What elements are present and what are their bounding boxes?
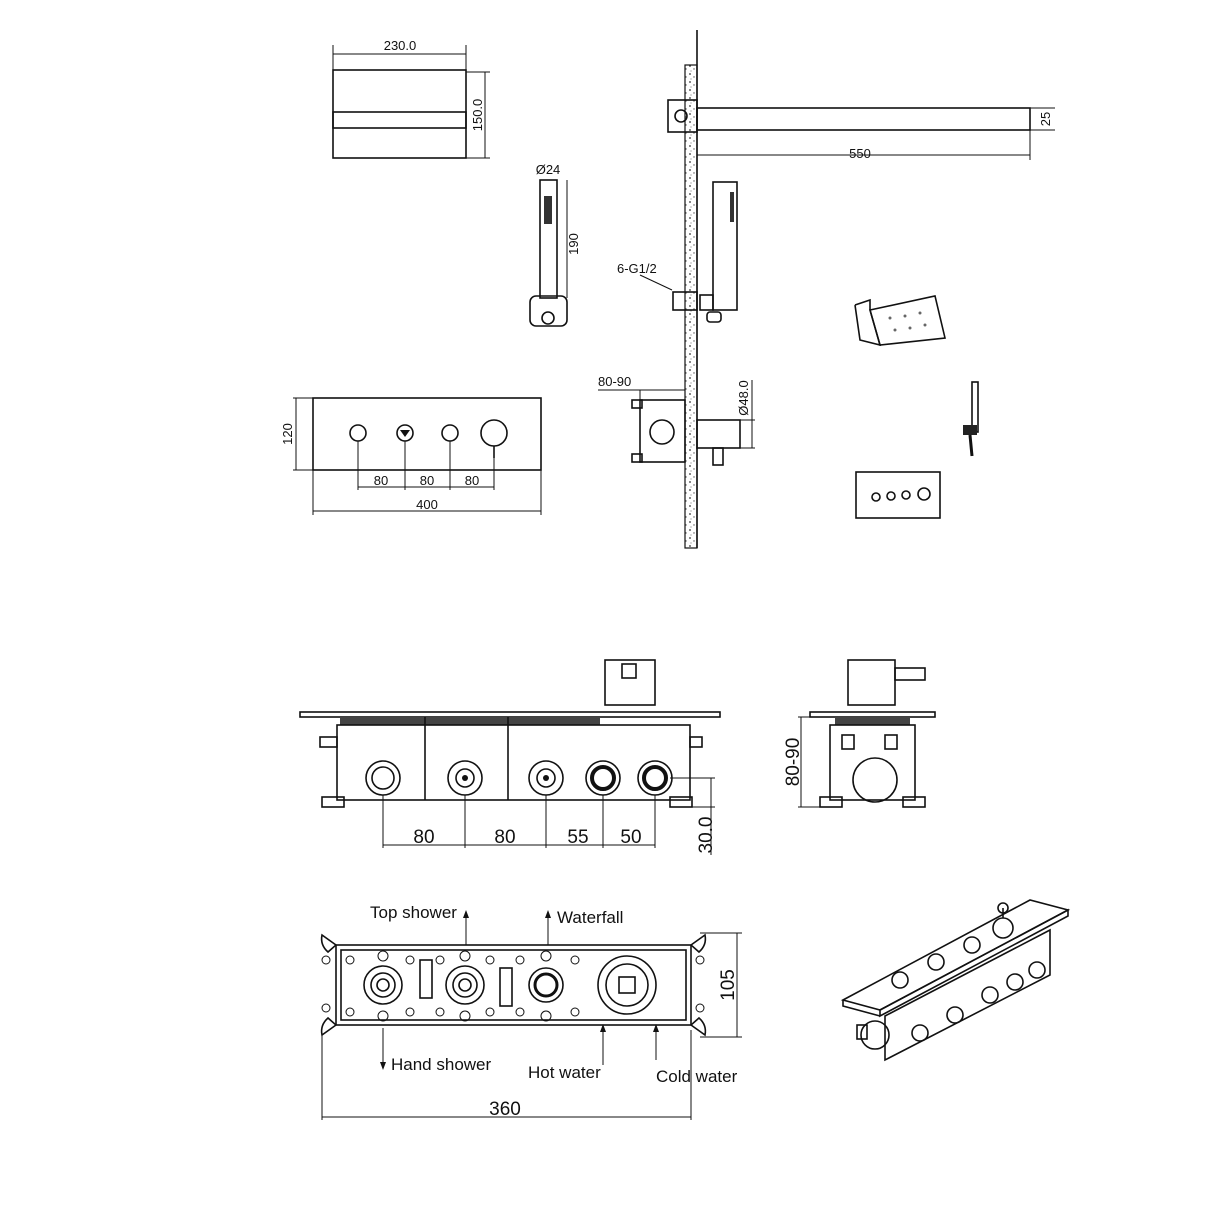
dim-hand-shower-diameter: Ø24 (536, 162, 561, 177)
dim-panel-width: 230.0 (384, 38, 417, 53)
valve-front-view: 80 80 55 50 30.0 (299, 659, 721, 855)
control-panel-preview (855, 471, 941, 519)
wall-section: 550 25 6-G1/2 80-90 Ø48.0 (598, 30, 1055, 549)
dim-depth: 80-90 (598, 374, 631, 389)
hand-shower-drawing: Ø24 190 (529, 162, 581, 327)
hand-shower-preview (963, 381, 979, 457)
label-cold-water: Cold water (656, 1067, 738, 1086)
dim-spacing-2: 80 (420, 473, 434, 488)
dim-valve-offset: 30.0 (696, 817, 717, 854)
label-hand-shower: Hand shower (391, 1055, 492, 1074)
dim-panel-front-height: 120 (280, 423, 295, 445)
label-hot-water: Hot water (528, 1063, 601, 1082)
dim-valve-spacing-3: 55 (567, 827, 588, 848)
dim-arm-height: 25 (1038, 112, 1053, 126)
valve-back-view: Top shower Waterfall Hand shower Hot wat… (320, 903, 742, 1120)
dim-valve-width: 360 (489, 1099, 521, 1120)
dim-hand-shower-length: 190 (566, 233, 581, 255)
dim-valve-spacing-4: 50 (620, 827, 641, 848)
valve-side-view: 80-90 (783, 659, 936, 808)
control-panel-front: 120 80 80 80 400 (280, 397, 542, 515)
dim-panel-front-width: 400 (416, 497, 438, 512)
dim-spacing-3: 80 (465, 473, 479, 488)
dim-valve-depth: 80-90 (783, 738, 804, 787)
dim-arm-length: 550 (849, 146, 871, 161)
waterfall-spout-preview (854, 295, 946, 347)
valve-3d-preview (840, 899, 1071, 1062)
thread-label: 6-G1/2 (617, 261, 657, 276)
dim-knob-diameter: Ø48.0 (736, 380, 751, 415)
dim-panel-height: 150.0 (470, 99, 485, 132)
label-top-shower: Top shower (370, 903, 457, 922)
dim-valve-spacing-1: 80 (413, 827, 434, 848)
top-shower-panel: 230.0 150.0 (332, 38, 490, 159)
dim-valve-height: 105 (718, 969, 739, 1001)
dim-spacing-1: 80 (374, 473, 388, 488)
label-waterfall: Waterfall (557, 908, 623, 927)
dim-valve-spacing-2: 80 (494, 827, 515, 848)
